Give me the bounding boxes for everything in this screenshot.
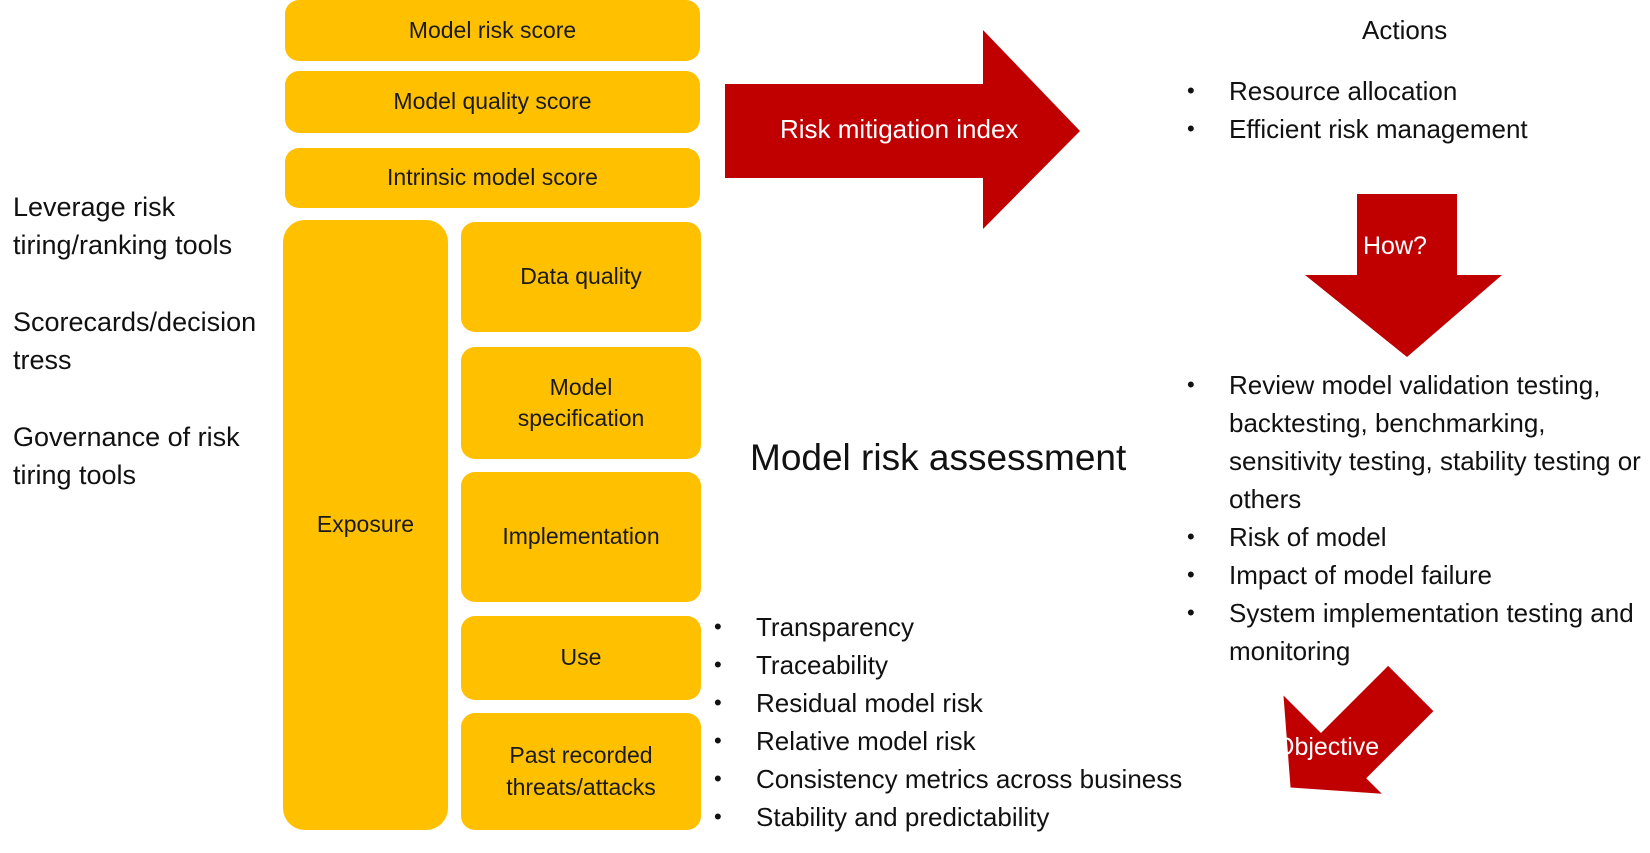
list-item: Review model validation testing, backtes… — [1187, 366, 1647, 518]
exposure-label: Exposure — [316, 511, 415, 538]
use-label: Use — [560, 644, 602, 671]
use-box: Use — [461, 616, 701, 700]
list-item: Stability and predictability — [714, 798, 1182, 836]
data-quality-label: Data quality — [520, 263, 642, 290]
past-recorded-label: Past recorded threats/attacks — [506, 742, 656, 800]
intrinsic-model-score-box: Intrinsic model score — [285, 148, 700, 208]
risk-mitigation-arrow — [725, 30, 1080, 229]
model-quality-score-box: Model quality score — [285, 71, 700, 133]
list-item: System implementation testing and monito… — [1187, 594, 1647, 670]
actions-title: Actions — [1362, 15, 1448, 45]
intrinsic-model-score-label: Intrinsic model score — [387, 164, 598, 191]
model-specification-box: Model specification — [461, 347, 701, 459]
model-specification-label: Model specification — [517, 373, 645, 431]
list-item: Transparency — [714, 608, 1182, 646]
list-item: Risk of model — [1187, 518, 1647, 556]
list-item: Resource allocation — [1187, 72, 1528, 110]
past-recorded-box: Past recorded threats/attacks — [461, 713, 701, 830]
list-item: Impact of model failure — [1187, 556, 1647, 594]
actions-list: Resource allocation Efficient risk manag… — [1187, 72, 1528, 148]
risk-mitigation-label: Risk mitigation index — [780, 114, 1019, 144]
scorecards-text: Scorecards/decision tress — [13, 307, 257, 375]
list-item: Efficient risk management — [1187, 110, 1528, 148]
model-risk-assessment-title: Model risk assessment — [750, 437, 1127, 478]
objective-down-left-arrow — [1283, 665, 1434, 794]
list-item: Traceability — [714, 646, 1182, 684]
implementation-box: Implementation — [461, 472, 701, 602]
how-down-arrow — [1305, 194, 1502, 357]
model-risk-score-label: Model risk score — [408, 16, 577, 43]
assessment-list: Transparency Traceability Residual model… — [714, 608, 1182, 836]
leverage-text: Leverage risk tiring/ranking tools — [13, 192, 233, 260]
data-quality-box: Data quality — [461, 222, 701, 332]
implementation-label: Implementation — [502, 523, 660, 550]
model-risk-score-box: Model risk score — [285, 0, 700, 61]
governance-text: Governance of risk tiring tools — [13, 422, 240, 490]
list-item: Consistency metrics across business — [714, 760, 1182, 798]
list-item: Residual model risk — [714, 684, 1182, 722]
how-list: Review model validation testing, backtes… — [1187, 366, 1647, 670]
how-label: How? — [1363, 232, 1427, 260]
exposure-box: Exposure — [283, 220, 448, 830]
objective-label: Objective — [1275, 733, 1380, 761]
model-quality-score-label: Model quality score — [393, 88, 592, 115]
list-item: Relative model risk — [714, 722, 1182, 760]
